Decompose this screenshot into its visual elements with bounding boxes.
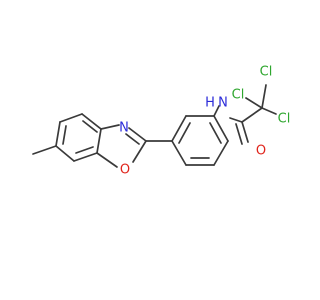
bond-benzo-1b	[62, 125, 67, 145]
bond-oxazole-3	[132, 140, 147, 163]
bond-phenyl-1	[171, 115, 187, 142]
bond-benzo-3	[81, 113, 102, 130]
bond-oxazole-1	[100, 124, 120, 130]
bond-benzo-6	[55, 145, 75, 162]
bond-benzo-3b	[82, 120, 98, 133]
bond-carbonyl-o2	[235, 123, 243, 145]
bond-phenyl-4	[213, 140, 229, 166]
bond-benzo-4	[96, 128, 102, 154]
atom-labels: N O H N O Cl Cl Cl	[119, 65, 290, 178]
bond-ccl-3	[261, 107, 277, 115]
bond-oxazole-4	[96, 152, 118, 168]
bond-benzo-5b	[75, 146, 94, 154]
bond-layer	[32, 84, 277, 168]
bond-benzo-1	[55, 121, 61, 147]
atom-o-carbonyl: O	[256, 144, 266, 159]
bond-nh-carbonyl	[229, 117, 243, 123]
bond-oxazole-2	[128, 127, 147, 142]
bond-phenyl-1b	[178, 122, 191, 144]
bond-carbonyl-ccl3	[241, 107, 263, 123]
bond-aryl-nh	[213, 105, 220, 117]
bond-phenyl-3b	[209, 122, 222, 144]
bond-methyl	[32, 145, 57, 155]
molecule-structure: N O H N O Cl Cl Cl	[32, 65, 290, 178]
atom-o-oxazole: O	[120, 163, 130, 178]
atom-cl-right: Cl	[278, 112, 291, 127]
bond-carbonyl-o1	[241, 121, 249, 143]
bond-ccl-2	[261, 84, 267, 109]
bond-benzo-5	[73, 152, 98, 162]
atom-n-amide: N	[218, 96, 228, 111]
atom-cl-top: Cl	[260, 65, 273, 80]
bond-phenyl-6	[171, 140, 187, 166]
atom-cl-left: Cl	[232, 88, 245, 103]
bond-ccl-1	[245, 97, 263, 109]
bond-phenyl-3	[213, 115, 229, 142]
bond-benzo-2	[59, 113, 83, 123]
atom-h-amide: H	[205, 96, 215, 111]
bond-oxazole-2b	[125, 133, 140, 145]
atom-n-oxazole: N	[119, 121, 129, 136]
